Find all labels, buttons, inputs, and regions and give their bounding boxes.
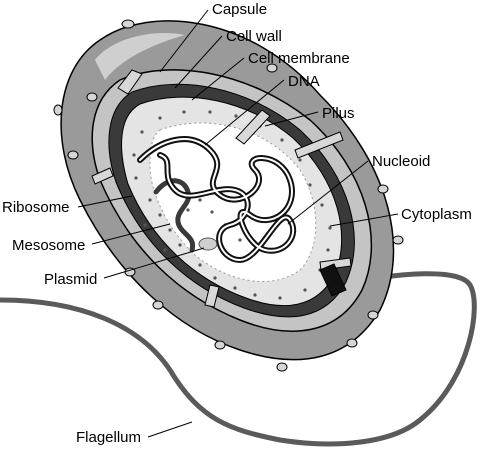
- label-dna: DNA: [288, 73, 320, 90]
- label-cytoplasm: Cytoplasm: [401, 206, 472, 223]
- label-capsule: Capsule: [212, 1, 267, 18]
- pili: [91, 69, 352, 308]
- flagellum: [0, 271, 477, 447]
- label-plasmid: Plasmid: [44, 271, 97, 288]
- dna-strand-highlight: [139, 138, 295, 261]
- leader-lines: [77, 9, 399, 438]
- label-cell-membrane: Cell membrane: [248, 50, 350, 67]
- mesosome: [153, 178, 196, 253]
- label-cell-wall: Cell wall: [226, 28, 282, 45]
- label-pilus: Pilus: [322, 105, 355, 122]
- label-mesosome: Mesosome: [12, 237, 85, 254]
- flagellum-basal-body: [319, 263, 347, 297]
- label-nucleoid: Nucleoid: [372, 153, 430, 170]
- label-ribosome: Ribosome: [2, 199, 70, 216]
- capsule-bumps: [53, 19, 404, 372]
- capsule-highlight: [95, 32, 185, 80]
- label-flagellum: Flagellum: [76, 429, 141, 446]
